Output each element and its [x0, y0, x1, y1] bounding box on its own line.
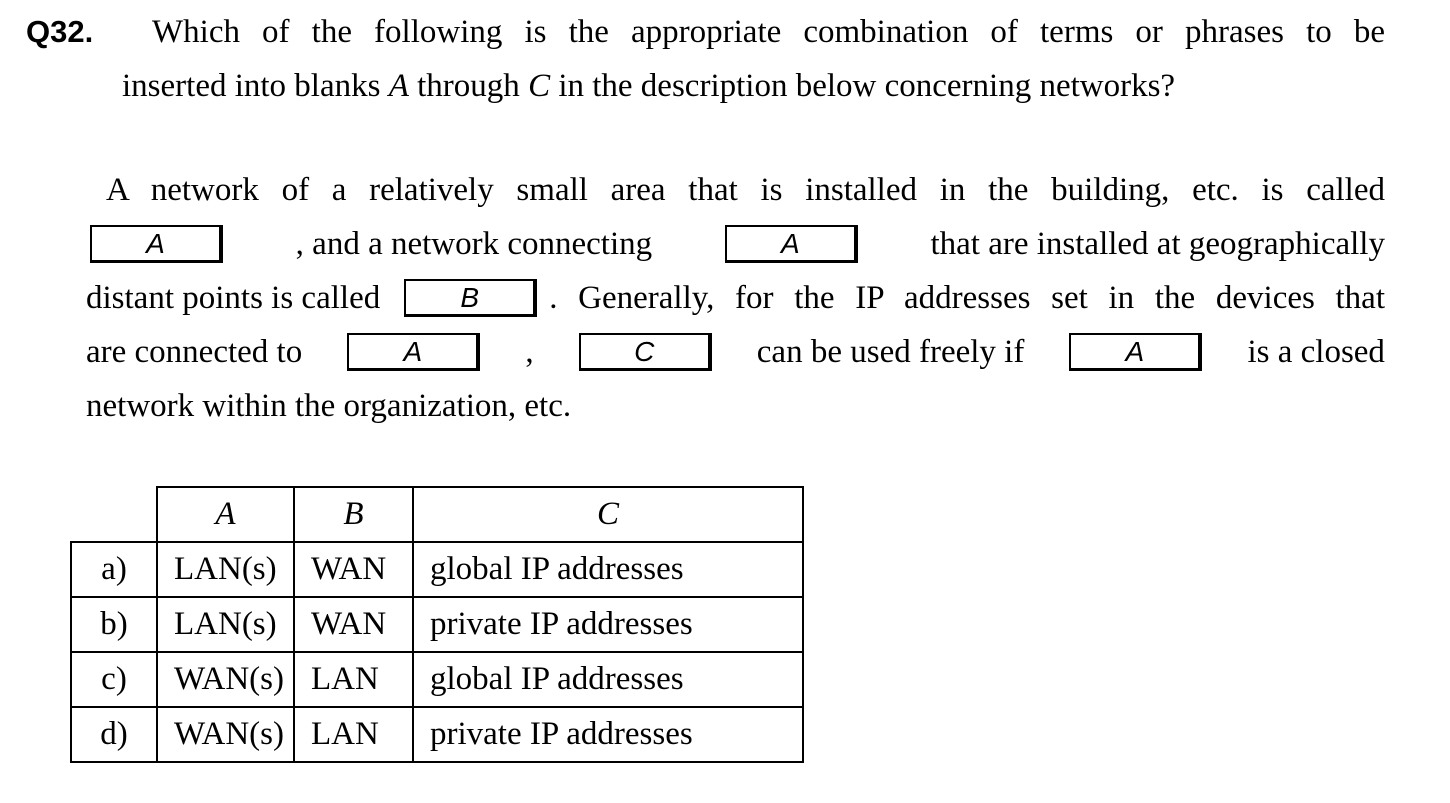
- table-header-a: A: [156, 486, 295, 543]
- paragraph-text: . Generally, for the IP addresses set in…: [549, 280, 1385, 316]
- cell-c: private IP addresses: [412, 596, 804, 653]
- option-label: a): [70, 541, 158, 598]
- cell-a: LAN(s): [156, 541, 295, 598]
- paragraph-line-1: A network of a relatively small area tha…: [106, 170, 1385, 210]
- table-row: a) LAN(s) WAN global IP addresses: [70, 541, 804, 598]
- option-label: d): [70, 706, 158, 763]
- paragraph-line-5: network within the organization, etc.: [86, 386, 1385, 426]
- table-row: d) WAN(s) LAN private IP addresses: [70, 706, 804, 763]
- paragraph-text: are connected to: [86, 334, 303, 370]
- cell-b: WAN: [293, 541, 414, 598]
- table-header-c: C: [412, 486, 804, 543]
- question-text-line-1: Which of the following is the appropriat…: [152, 14, 1385, 50]
- cell-c: private IP addresses: [412, 706, 804, 763]
- table-row: c) WAN(s) LAN global IP addresses: [70, 651, 804, 708]
- paragraph-text: , and a network connecting: [295, 226, 653, 262]
- blank-ref-c: C: [528, 68, 551, 104]
- cell-c: global IP addresses: [412, 541, 804, 598]
- question-text-line-2: inserted into blanks A through C in the …: [122, 66, 1175, 106]
- cell-b: LAN: [293, 651, 414, 708]
- cell-a: WAN(s): [156, 651, 295, 708]
- paragraph-text: is a closed: [1247, 334, 1385, 370]
- cell-a: WAN(s): [156, 706, 295, 763]
- answer-table: A B C a) LAN(s) WAN global IP addresses …: [70, 486, 804, 763]
- blank-box-a: A: [90, 225, 223, 263]
- paragraph-text: that are installed at geographically: [930, 226, 1385, 262]
- paragraph-text: A network of a relatively small area tha…: [106, 172, 1385, 208]
- paragraph-text: ,: [525, 334, 534, 370]
- table-row: b) LAN(s) WAN private IP addresses: [70, 596, 804, 653]
- cell-a: LAN(s): [156, 596, 295, 653]
- cell-b: LAN: [293, 706, 414, 763]
- blank-box-a: A: [347, 333, 481, 371]
- blank-box-a: A: [724, 225, 858, 263]
- cell-c: global IP addresses: [412, 651, 804, 708]
- paragraph-line-2: A , and a network connecting A that are …: [90, 224, 1385, 264]
- paragraph-text: distant points is called: [86, 280, 381, 316]
- paragraph-line-4: are connected to A , C can be used freel…: [86, 332, 1385, 372]
- paragraph-line-3: distant points is called B . Generally, …: [86, 278, 1385, 318]
- table-header-row: A B C: [71, 486, 804, 543]
- paragraph-text: can be used freely if: [756, 334, 1025, 370]
- blank-box-c: C: [578, 333, 712, 371]
- cell-b: WAN: [293, 596, 414, 653]
- table-corner-cell: [71, 487, 158, 543]
- blank-box-a: A: [1069, 333, 1203, 371]
- paragraph-text: network within the organization, etc.: [86, 388, 572, 424]
- option-label: b): [70, 596, 158, 653]
- question-number: Q32.: [26, 14, 94, 49]
- option-label: c): [70, 651, 158, 708]
- table-header-b: B: [293, 486, 414, 543]
- blank-box-b: B: [404, 279, 538, 317]
- blank-ref-a: A: [388, 68, 409, 104]
- question-text: through: [408, 68, 529, 104]
- question-text: in the description below concerning netw…: [550, 68, 1176, 104]
- question-text: inserted into blanks: [122, 68, 389, 104]
